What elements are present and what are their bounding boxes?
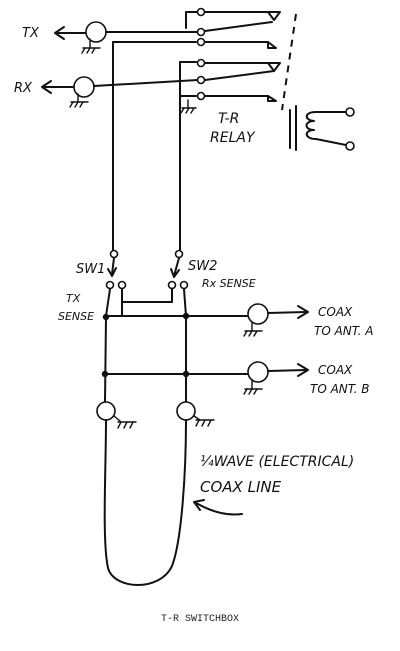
coax-a-label-line1: COAX bbox=[318, 305, 353, 319]
coax-a-label-line2: TO ANT. A bbox=[314, 324, 374, 338]
relay-contacts-upper bbox=[112, 7, 281, 251]
rx-connector bbox=[41, 76, 199, 108]
coax-ant-a-tap bbox=[102, 303, 309, 337]
relay-label-line1: T-R bbox=[218, 111, 239, 127]
coax-ant-b-tap bbox=[101, 361, 309, 395]
relay-label-line2: RELAY bbox=[210, 130, 256, 146]
quarter-wave-coax-stub bbox=[96, 315, 215, 586]
rx-label: RX bbox=[14, 81, 33, 96]
coax-b-label-line1: COAX bbox=[318, 363, 353, 377]
sw2-label: SW2 bbox=[188, 259, 217, 274]
rx-sense-label: Rx SENSE bbox=[202, 277, 256, 290]
relay-mechanical-link bbox=[281, 13, 297, 111]
coax-b-label-line2: TO ANT. B bbox=[310, 382, 370, 396]
quarter-wave-label-line1: ¼WAVE (ELECTRICAL) bbox=[200, 454, 354, 470]
tx-label: TX bbox=[22, 26, 40, 41]
tx-sense-label-line2: SENSE bbox=[58, 310, 94, 323]
quarter-wave-label-line2: COAX LINE bbox=[200, 478, 282, 496]
figure-caption: T-R SWITCHBOX bbox=[161, 614, 239, 625]
pointer-arrow bbox=[193, 499, 243, 516]
switch-cross-wiring bbox=[105, 288, 187, 317]
relay-contacts-lower bbox=[179, 58, 281, 251]
sw1-switch bbox=[105, 249, 127, 290]
relay-coil bbox=[289, 105, 355, 151]
sw2-switch bbox=[167, 249, 189, 290]
tx-connector bbox=[54, 21, 201, 54]
sw1-label: SW1 bbox=[76, 262, 105, 277]
tx-sense-label-line1: TX bbox=[66, 292, 81, 305]
